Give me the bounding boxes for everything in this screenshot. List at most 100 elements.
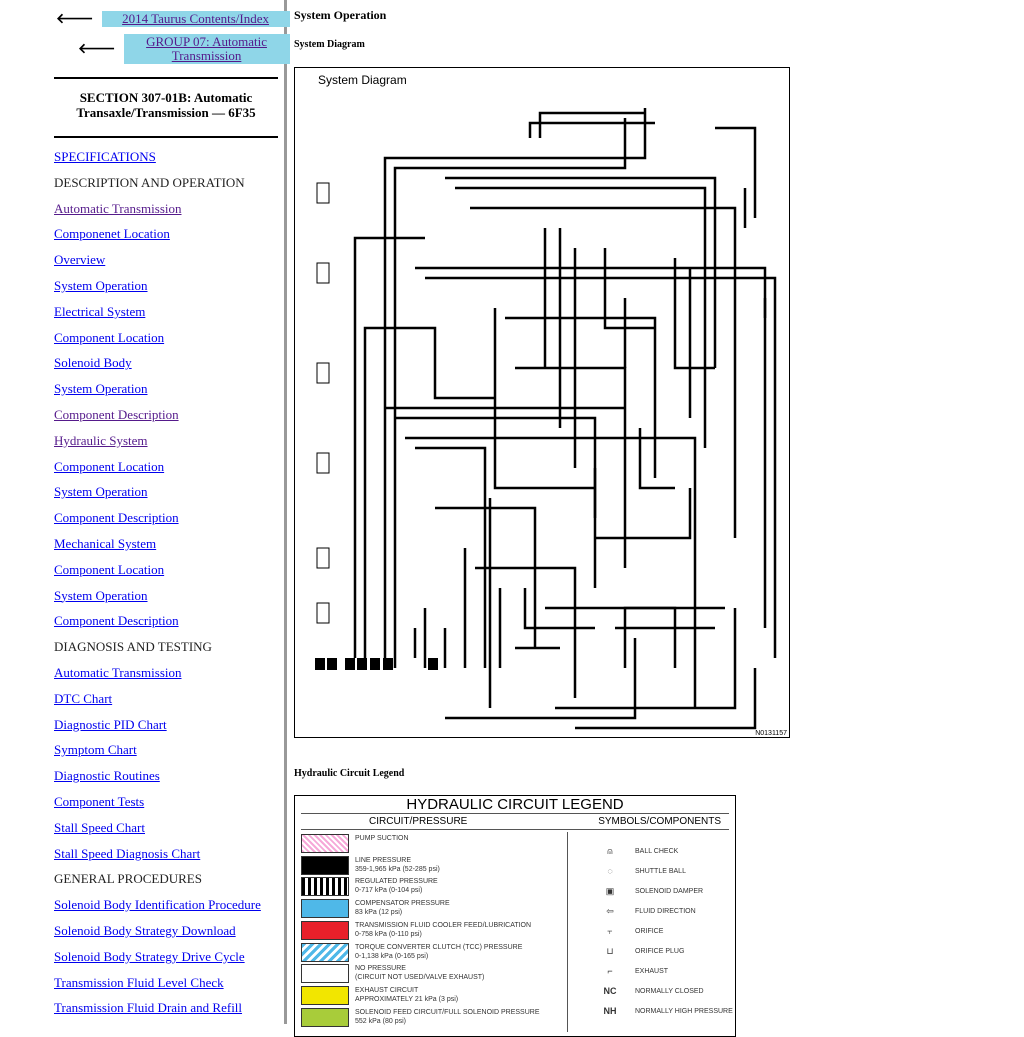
legend-swatch [301, 899, 349, 919]
nav-link[interactable]: Solenoid Body Identification Procedure [54, 897, 261, 913]
legend-symbol-row: ⊔ORIFICE PLUG [595, 946, 684, 957]
nav-heading: DESCRIPTION AND OPERATION [54, 174, 245, 190]
nav-link[interactable]: DTC Chart [54, 690, 113, 706]
legend-symbol-icon: ⍝ [607, 846, 613, 856]
circuit-line [603, 248, 655, 330]
legend-swatch [301, 877, 349, 897]
page-title: System Operation [294, 8, 387, 22]
legend-circuit-name: NO PRESSURE [355, 965, 406, 973]
nav-link[interactable]: Solenoid Body Strategy Download [54, 922, 236, 938]
nav-link[interactable]: Automatic Transmission [54, 664, 182, 680]
legend-divider [567, 832, 568, 1032]
legend-symbol-icon: ▣ [605, 886, 615, 896]
back-link-contents[interactable]: 🡐 2014 Taurus Contents/Index [56, 11, 290, 27]
group-link[interactable]: GROUP 07: Automatic Transmission [123, 34, 290, 64]
circuit-line [405, 436, 697, 708]
circuit-line [455, 186, 707, 448]
nav-link[interactable]: Component Tests [54, 793, 145, 809]
nav-link[interactable]: Transmission Fluid Drain and Refill [54, 1000, 243, 1016]
legend-circuit-value: 359-1,965 kPa (52-285 psi) [355, 865, 440, 873]
legend-swatch [301, 855, 349, 875]
back-arrow-icon: 🡐 [56, 11, 94, 27]
nav-link[interactable]: Component Description [54, 406, 179, 422]
legend-symbol-label: SHUTTLE BALL [635, 867, 686, 875]
nav-link[interactable]: SPECIFICATIONS [54, 149, 156, 164]
circuit-line [425, 276, 777, 658]
circuit-line [383, 108, 647, 668]
nav-link[interactable]: Diagnostic Routines [54, 768, 160, 784]
nav-link[interactable]: System Operation [54, 277, 148, 293]
legend-swatch [301, 834, 349, 853]
solenoid-icon [316, 262, 330, 284]
circuit-line [595, 488, 692, 540]
legend-swatch [301, 964, 349, 984]
nav-link[interactable]: Symptom Chart [54, 742, 137, 758]
nav-link[interactable]: Component Location [54, 329, 165, 345]
nav-link[interactable]: Mechanical System [54, 535, 157, 551]
nav-heading: DIAGNOSIS AND TESTING [54, 639, 212, 655]
legend-circuit-value: 83 kPa (12 psi) [355, 909, 403, 917]
nav-link[interactable]: Diagnostic PID Chart [54, 716, 167, 732]
nav-link[interactable]: Overview [54, 252, 106, 268]
nav-link[interactable]: Transmission Fluid Level Check [54, 974, 224, 990]
nav-link[interactable]: System Operation [54, 484, 148, 500]
legend-swatch [301, 985, 349, 1005]
circuit-line [523, 588, 595, 630]
legend-circuit-value: 0-758 kPa (0-110 psi) [355, 930, 422, 938]
legend-circuit-value: 552 kPa (80 psi) [355, 1017, 406, 1025]
nav-link[interactable]: Solenoid Body [54, 355, 132, 371]
contents-index-link[interactable]: 2014 Taurus Contents/Index [101, 11, 290, 27]
legend-circuit-row: PUMP SUCTION [301, 834, 409, 853]
diagram-heading: System Diagram [294, 39, 365, 50]
circuit-line [538, 111, 645, 138]
nav-link[interactable]: Component Description [54, 510, 179, 526]
nav-link[interactable]: Stall Speed Diagnosis Chart [54, 845, 201, 861]
legend-circuit-name: EXHAUST CIRCUIT [355, 986, 419, 994]
legend-symbol-label: ORIFICE PLUG [635, 948, 685, 955]
nav-link[interactable]: Solenoid Body Strategy Drive Cycle [54, 948, 245, 964]
solenoid-icon [316, 182, 330, 204]
clutch-port [370, 658, 380, 670]
back-link-group[interactable]: 🡐 GROUP 07: Automatic Transmission [78, 34, 290, 64]
legend-col-circuit: CIRCUIT/PRESSURE [369, 816, 468, 827]
clutch-port [428, 658, 438, 670]
legend-symbol-icon: NH [603, 1006, 617, 1016]
nav-link[interactable]: Component Location [54, 561, 165, 577]
legend-symbol-label: EXHAUST [635, 967, 669, 975]
legend-symbol-label: BALL CHECK [635, 848, 679, 855]
nav-link[interactable]: Component Location [54, 458, 165, 474]
nav-link[interactable]: Component Description [54, 613, 179, 629]
legend-circuit-name: REGULATED PRESSURE [355, 878, 438, 886]
nav-list: SPECIFICATIONS DESCRIPTION AND OPERATION A… [54, 150, 261, 1027]
legend-circuit-name: SOLENOID FEED CIRCUIT/FULL SOLENOID PRES… [355, 1008, 540, 1016]
legend-circuit-value: 0-1,138 kPa (0-165 psi) [355, 952, 429, 960]
circuit-line [435, 506, 537, 648]
legend-swatch [301, 942, 349, 962]
section-title: SECTION 307-01B: Automatic Transaxle/Tra… [76, 90, 256, 120]
circuit-line [353, 236, 425, 658]
nav-link[interactable]: Componenet Location [54, 226, 170, 242]
solenoid-icon [316, 452, 330, 474]
legend-title: HYDRAULIC CIRCUIT LEGEND [301, 796, 729, 814]
nav-link[interactable]: Hydraulic System [54, 432, 148, 448]
legend-circuit-value: APPROXIMATELY 21 kPa (3 psi) [355, 995, 459, 1003]
circuit-line [415, 266, 767, 628]
circuit-line [715, 126, 757, 218]
legend-circuit-name: COMPENSATOR PRESSURE [355, 900, 450, 908]
solenoid-icon [316, 362, 330, 384]
legend-symbol-row: ⌐EXHAUST [595, 966, 668, 976]
nav-link[interactable]: System Operation [54, 587, 148, 603]
circuit-line [393, 118, 627, 668]
nav-link[interactable]: System Operation [54, 381, 148, 397]
nav-link[interactable]: Stall Speed Chart [54, 819, 145, 835]
nav-link[interactable]: Electrical System [54, 303, 146, 319]
circuit-line [638, 428, 675, 490]
legend-circuit-name: TORQUE CONVERTER CLUTCH (TCC) PRESSURE [355, 943, 523, 951]
legend-swatch [301, 920, 349, 940]
clutch-port [357, 658, 367, 670]
nav-link[interactable]: Automatic Transmission [54, 200, 182, 216]
